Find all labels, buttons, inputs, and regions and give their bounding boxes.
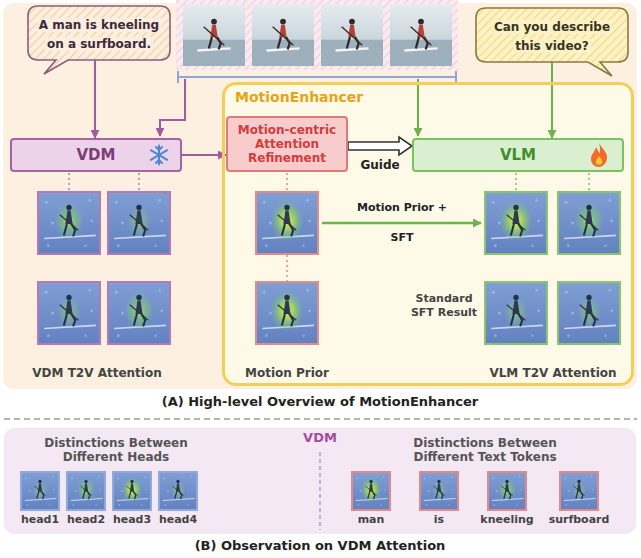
panel-divider (319, 452, 321, 530)
node-text: VDM (77, 146, 116, 164)
video-frame (390, 4, 452, 66)
attention-map (38, 282, 100, 344)
attention-maps (38, 192, 620, 344)
node-text: VLM (500, 146, 536, 164)
head-maps (21, 472, 598, 510)
attention-map (256, 282, 318, 344)
video-frame (321, 4, 383, 66)
speech-bubble-outline (28, 6, 170, 60)
map-label: surfboard (541, 513, 617, 526)
attention-map (558, 282, 620, 344)
group-label: Motion Prior (237, 366, 337, 381)
attention-map (256, 192, 318, 254)
bubble-fill (28, 6, 170, 74)
map-label: is (401, 513, 477, 526)
map-label: head1 (17, 513, 63, 526)
flow-arrow (551, 62, 553, 138)
bubble-hatch (28, 6, 170, 74)
frames-ground (176, 0, 458, 70)
prior-transfer-arrow (322, 222, 481, 225)
attention-map (21, 472, 59, 510)
dotted-leaders (69, 173, 589, 281)
attention-map (67, 472, 105, 510)
map-label: head2 (63, 513, 109, 526)
map-label: head4 (155, 513, 201, 526)
speech-bubble-outline (476, 8, 628, 62)
attention-map (159, 472, 197, 510)
arrow-label: Motion Prior + SFT (352, 193, 452, 253)
attention-map (485, 282, 547, 344)
section-divider (4, 418, 637, 420)
node-text: Motion-centric Attention Refinement (232, 123, 342, 165)
bubble-fill (476, 8, 628, 76)
attention-map (38, 192, 100, 254)
model-box: VLM (412, 138, 624, 172)
model-box: VDM (10, 138, 182, 172)
flow-arrow (182, 154, 226, 156)
section-heading: Distinctions Between Different Heads (28, 436, 204, 464)
group-label: VDM T2V Attention (22, 366, 172, 381)
frames-hatch (176, 0, 458, 70)
panel-ground (4, 428, 636, 534)
speech-bubble: Can you describe this video? (476, 8, 628, 62)
snowflake-icon (148, 144, 170, 166)
group-label: VLM T2V Attention (478, 366, 628, 381)
bubble-hatch (476, 8, 628, 76)
attention-map (352, 472, 390, 510)
attention-map (488, 472, 526, 510)
edge-label: Guide (358, 158, 401, 172)
frames-to-vlm-line (417, 79, 419, 136)
map-label: kneeling (469, 513, 545, 526)
node-text: MotionEnhancer (235, 89, 363, 106)
attention-map (420, 472, 458, 510)
attention-map (108, 192, 170, 254)
map-borders (21, 472, 598, 510)
process-box: Motion-centric Attention Refinement (226, 116, 348, 172)
panel-caption: (A) High-level Overview of MotionEnhance… (3, 394, 637, 409)
attention-map (485, 192, 547, 254)
attention-map (108, 282, 170, 344)
map-label: man (333, 513, 409, 526)
flame-icon (588, 142, 610, 168)
region-ground (222, 82, 634, 386)
map-borders (38, 192, 620, 344)
bubble-border (28, 6, 170, 74)
map-label: head3 (109, 513, 155, 526)
note-label: Standard SFT Result (406, 292, 482, 320)
video-frame (183, 4, 245, 66)
video-frame (252, 4, 314, 66)
module-region: MotionEnhancerMotion-centric Attention R… (222, 82, 634, 386)
speech-bubble: A man is kneeling on a surfboard. (28, 6, 170, 60)
overview-panel: (A) High-level Overview of MotionEnhance… (3, 3, 637, 389)
section-heading: Distinctions Between Different Text Toke… (382, 436, 588, 464)
bubble-border (476, 8, 628, 76)
flow-arrow (94, 60, 96, 138)
frames-to-vdm-line (160, 79, 185, 136)
attention-map (113, 472, 151, 510)
panel-caption: (B) Observation on VDM Attention (4, 538, 636, 553)
attention-map (558, 192, 620, 254)
attention-map (560, 472, 598, 510)
guide-arrow (348, 137, 412, 155)
